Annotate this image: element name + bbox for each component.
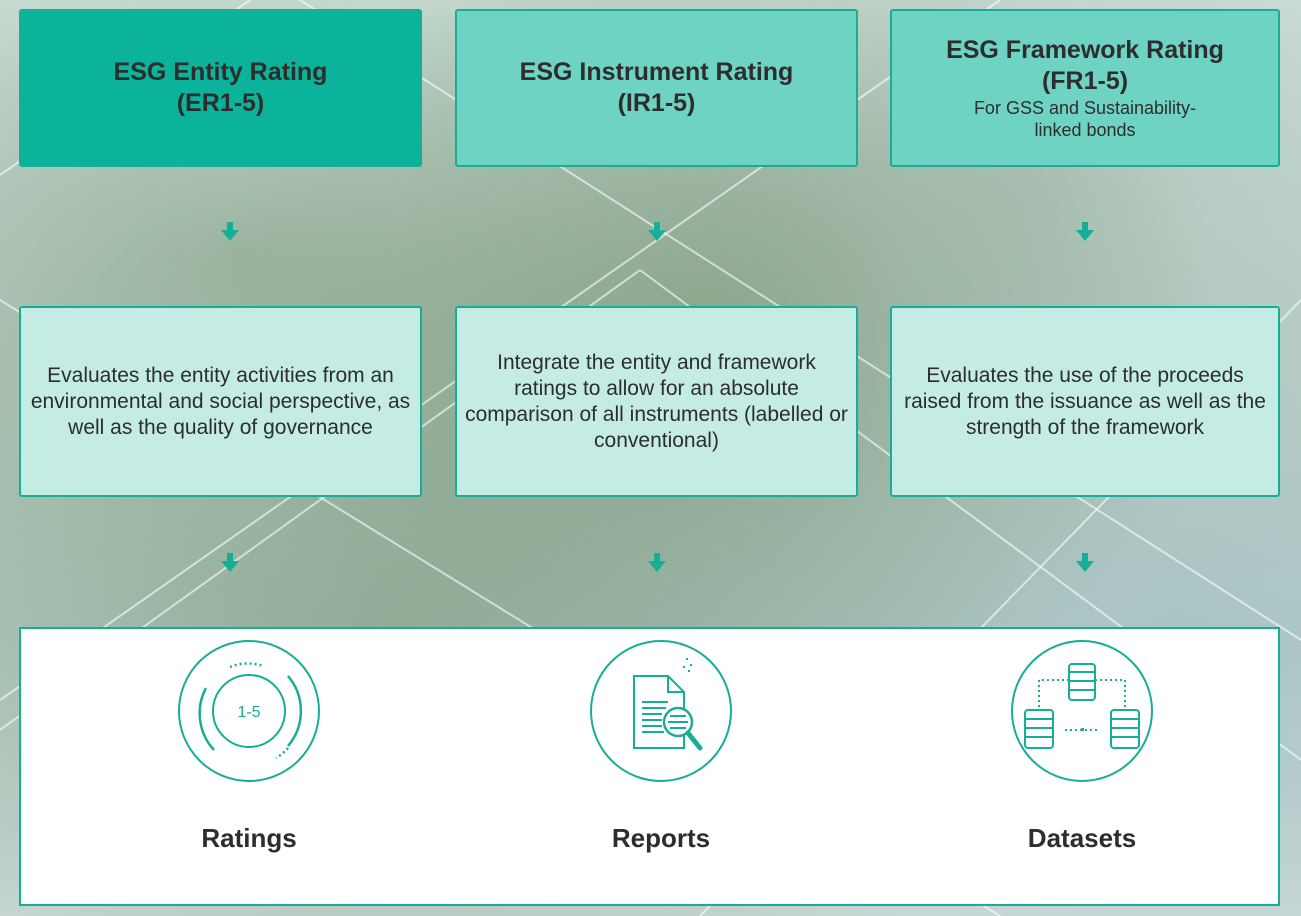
instrument-rating-title: ESG Instrument Rating <box>519 58 794 86</box>
outputs-panel: 1-5 Ratings <box>19 627 1280 906</box>
ratings-output: 1-5 Ratings <box>109 629 389 908</box>
arrow-down-icon <box>648 553 666 572</box>
instrument-rating-description: Integrate the entity and framework ratin… <box>465 350 848 452</box>
document-magnifier-icon <box>590 640 732 782</box>
framework-rating-description-box: Evaluates the use of the proceeds raised… <box>890 306 1280 497</box>
ratings-label: Ratings <box>201 823 297 853</box>
framework-rating-title: ESG Framework Rating <box>946 36 1224 64</box>
datasets-label: Datasets <box>1027 823 1137 853</box>
database-network-icon <box>1011 640 1153 782</box>
framework-rating-code: (FR1-5) <box>1041 67 1129 95</box>
instrument-rating-code: (IR1-5) <box>617 89 696 117</box>
reports-label: Reports <box>611 823 711 853</box>
framework-rating-box: ESG Framework Rating (FR1-5) For GSS and… <box>890 9 1280 167</box>
entity-rating-description-box: Evaluates the entity activities from an … <box>19 306 422 497</box>
rating-dial-icon: 1-5 <box>178 640 320 782</box>
reports-output: Reports <box>521 629 801 908</box>
rating-range-text: 1-5 <box>237 704 260 721</box>
arrow-down-icon <box>648 222 666 241</box>
arrow-down-icon <box>1076 553 1094 572</box>
entity-rating-description: Evaluates the entity activities from an … <box>30 363 411 439</box>
datasets-output: Datasets <box>942 629 1222 908</box>
framework-rating-note: For GSS and Sustainability-linked bonds <box>973 98 1197 140</box>
instrument-rating-description-box: Integrate the entity and framework ratin… <box>455 306 858 497</box>
framework-rating-description: Evaluates the use of the proceeds raised… <box>904 363 1266 439</box>
entity-rating-code: (ER1-5) <box>176 89 265 117</box>
entity-rating-box: ESG Entity Rating (ER1-5) <box>19 9 422 167</box>
entity-rating-title: ESG Entity Rating <box>113 58 328 86</box>
arrow-down-icon <box>221 553 239 572</box>
arrow-down-icon <box>1076 222 1094 241</box>
instrument-rating-box: ESG Instrument Rating (IR1-5) <box>455 9 858 167</box>
arrow-down-icon <box>221 222 239 241</box>
